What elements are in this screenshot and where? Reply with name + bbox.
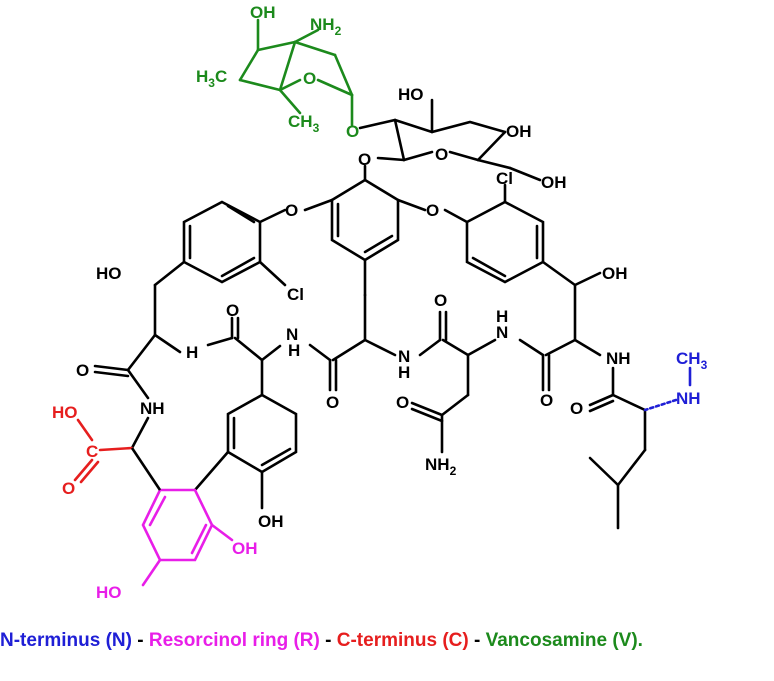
amide-n-left: H <box>186 343 198 362</box>
chloro-left: Cl <box>287 285 304 304</box>
c-terminus-link-bond <box>130 447 162 491</box>
carbonyl-o4: O <box>434 291 447 310</box>
carboxyl-c: C <box>86 442 98 461</box>
carbonyl-o2: O <box>226 301 239 320</box>
amide-n4: N <box>496 323 508 342</box>
hydroxy-left: HO <box>96 264 122 283</box>
aryl-ether-o-right: O <box>426 201 439 220</box>
legend-separator: - <box>131 630 149 651</box>
vancosamine-nh2: NH2 <box>310 15 342 38</box>
carbonyl-o6: O <box>396 393 409 412</box>
legend-c-terminus: C-terminus (C) <box>336 630 469 651</box>
legend-separator: - <box>319 630 337 651</box>
amide-n2: N <box>286 325 298 344</box>
carbonyl-o3: O <box>326 393 339 412</box>
n-terminal-nh: NH <box>676 389 701 408</box>
vancosamine-bonds <box>238 18 354 127</box>
carbonyl-o5: O <box>540 391 553 410</box>
resorcinol-ho: HO <box>96 583 122 602</box>
sugar-link-o: O <box>358 150 371 169</box>
core-bonds <box>93 98 647 530</box>
sugar-ho: HO <box>398 85 424 104</box>
c-terminus-bonds <box>73 418 134 484</box>
vancosamine-ring-o: O <box>303 69 316 88</box>
amide-h4: H <box>496 307 508 326</box>
aryl-ether-o-left: O <box>285 201 298 220</box>
vancosamine-link-o: O <box>346 122 359 141</box>
carboxyl-o: O <box>62 479 75 498</box>
legend-separator: - <box>468 630 486 651</box>
amide-nh1: NH <box>140 399 165 418</box>
sugar-ch2-oh: OH <box>541 173 567 192</box>
n-methyl-ch3: CH3 <box>676 349 708 372</box>
primary-amide-nh2: NH2 <box>425 455 457 478</box>
amide-nh5: NH <box>606 349 631 368</box>
legend-resorcinol: Resorcinol ring (R) <box>148 630 320 651</box>
sugar-oh: OH <box>506 122 532 141</box>
c-terminus-labels: HO C O <box>52 403 98 498</box>
carbonyl-o1: O <box>76 361 89 380</box>
vancosamine-ch3: CH3 <box>288 112 320 135</box>
n-terminus-labels: CH3 NH <box>676 349 708 408</box>
vancosamine-h3c: H3C <box>196 67 227 90</box>
sugar-ring-o: O <box>435 145 448 164</box>
resorcinol-oh: OH <box>232 539 258 558</box>
legend-n-terminus: N-terminus (N) <box>0 630 132 651</box>
vancosamine-labels: OH NH2 H3C O CH3 O <box>196 3 359 141</box>
amide-n3: N <box>398 347 410 366</box>
carbonyl-o7: O <box>570 399 583 418</box>
resorcinol-bonds <box>141 488 234 587</box>
black-labels: HO OH O OH O O O Cl Cl HO OH O NH H O N … <box>76 85 631 531</box>
phenol-oh-bottom: OH <box>258 512 284 531</box>
legend-vancosamine: Vancosamine (V). <box>485 630 643 651</box>
carboxyl-ho: HO <box>52 403 78 422</box>
hydroxy-right: OH <box>602 264 628 283</box>
color-legend: N-terminus (N) - Resorcinol ring (R) - C… <box>0 630 774 652</box>
amide-h2: H <box>288 341 300 360</box>
chloro-right: Cl <box>496 169 513 188</box>
amide-h3: H <box>398 363 410 382</box>
n-terminus-bonds <box>643 366 692 412</box>
vancosamine-oh: OH <box>250 3 276 22</box>
resorcinol-labels: OH HO <box>96 539 258 602</box>
